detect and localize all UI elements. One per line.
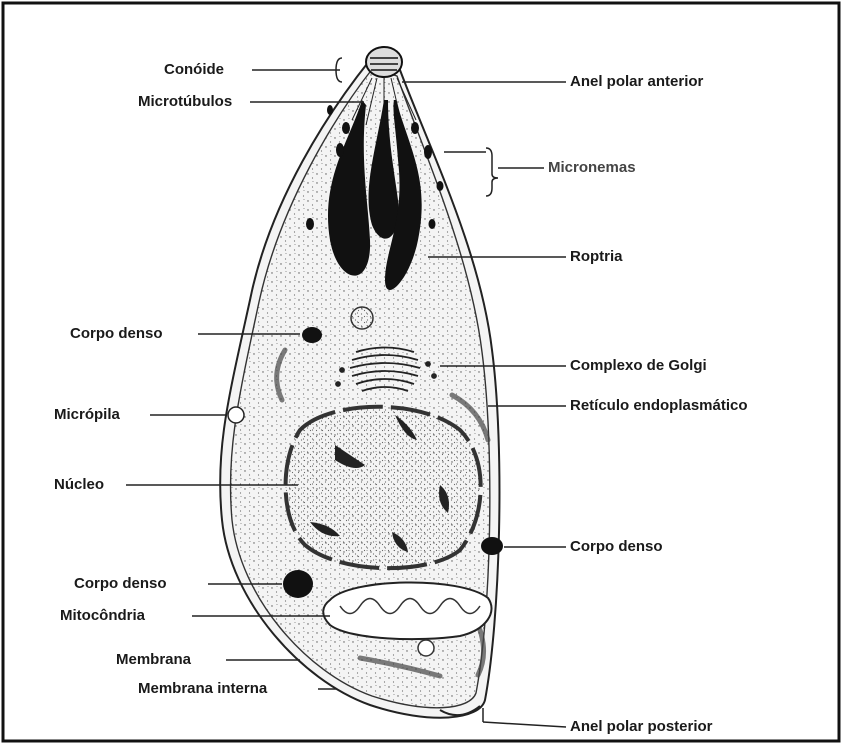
- label-corpo-denso-2: Corpo denso: [570, 538, 663, 556]
- label-membrana-interna: Membrana interna: [138, 680, 267, 698]
- mitochondrion: [323, 582, 491, 639]
- label-anel-polar-posterior: Anel polar posterior: [570, 718, 713, 736]
- label-corpo-denso-1: Corpo denso: [70, 325, 163, 343]
- dense-body: [302, 327, 322, 343]
- micropyle: [228, 407, 244, 423]
- label-micronemas: Micronemas: [548, 159, 636, 177]
- vesicle: [351, 307, 373, 329]
- label-reticulo: Retículo endoplasmático: [570, 397, 748, 415]
- vesicle: [418, 640, 434, 656]
- conoid: [366, 47, 402, 77]
- label-nucleo: Núcleo: [54, 476, 104, 494]
- label-membrana: Membrana: [116, 651, 191, 669]
- label-mitocondria: Mitocôndria: [60, 607, 145, 625]
- label-micropila: Micrópila: [54, 406, 120, 424]
- dense-body: [283, 570, 313, 598]
- label-anel-polar-anterior: Anel polar anterior: [570, 73, 703, 91]
- nucleus: [286, 407, 481, 568]
- label-complexo-golgi: Complexo de Golgi: [570, 357, 707, 375]
- label-conoide: Conóide: [164, 61, 224, 79]
- label-roptria: Roptria: [570, 248, 623, 266]
- label-corpo-denso-3: Corpo denso: [74, 575, 167, 593]
- dense-body: [481, 537, 503, 555]
- label-microtubulos: Microtúbulos: [138, 93, 232, 111]
